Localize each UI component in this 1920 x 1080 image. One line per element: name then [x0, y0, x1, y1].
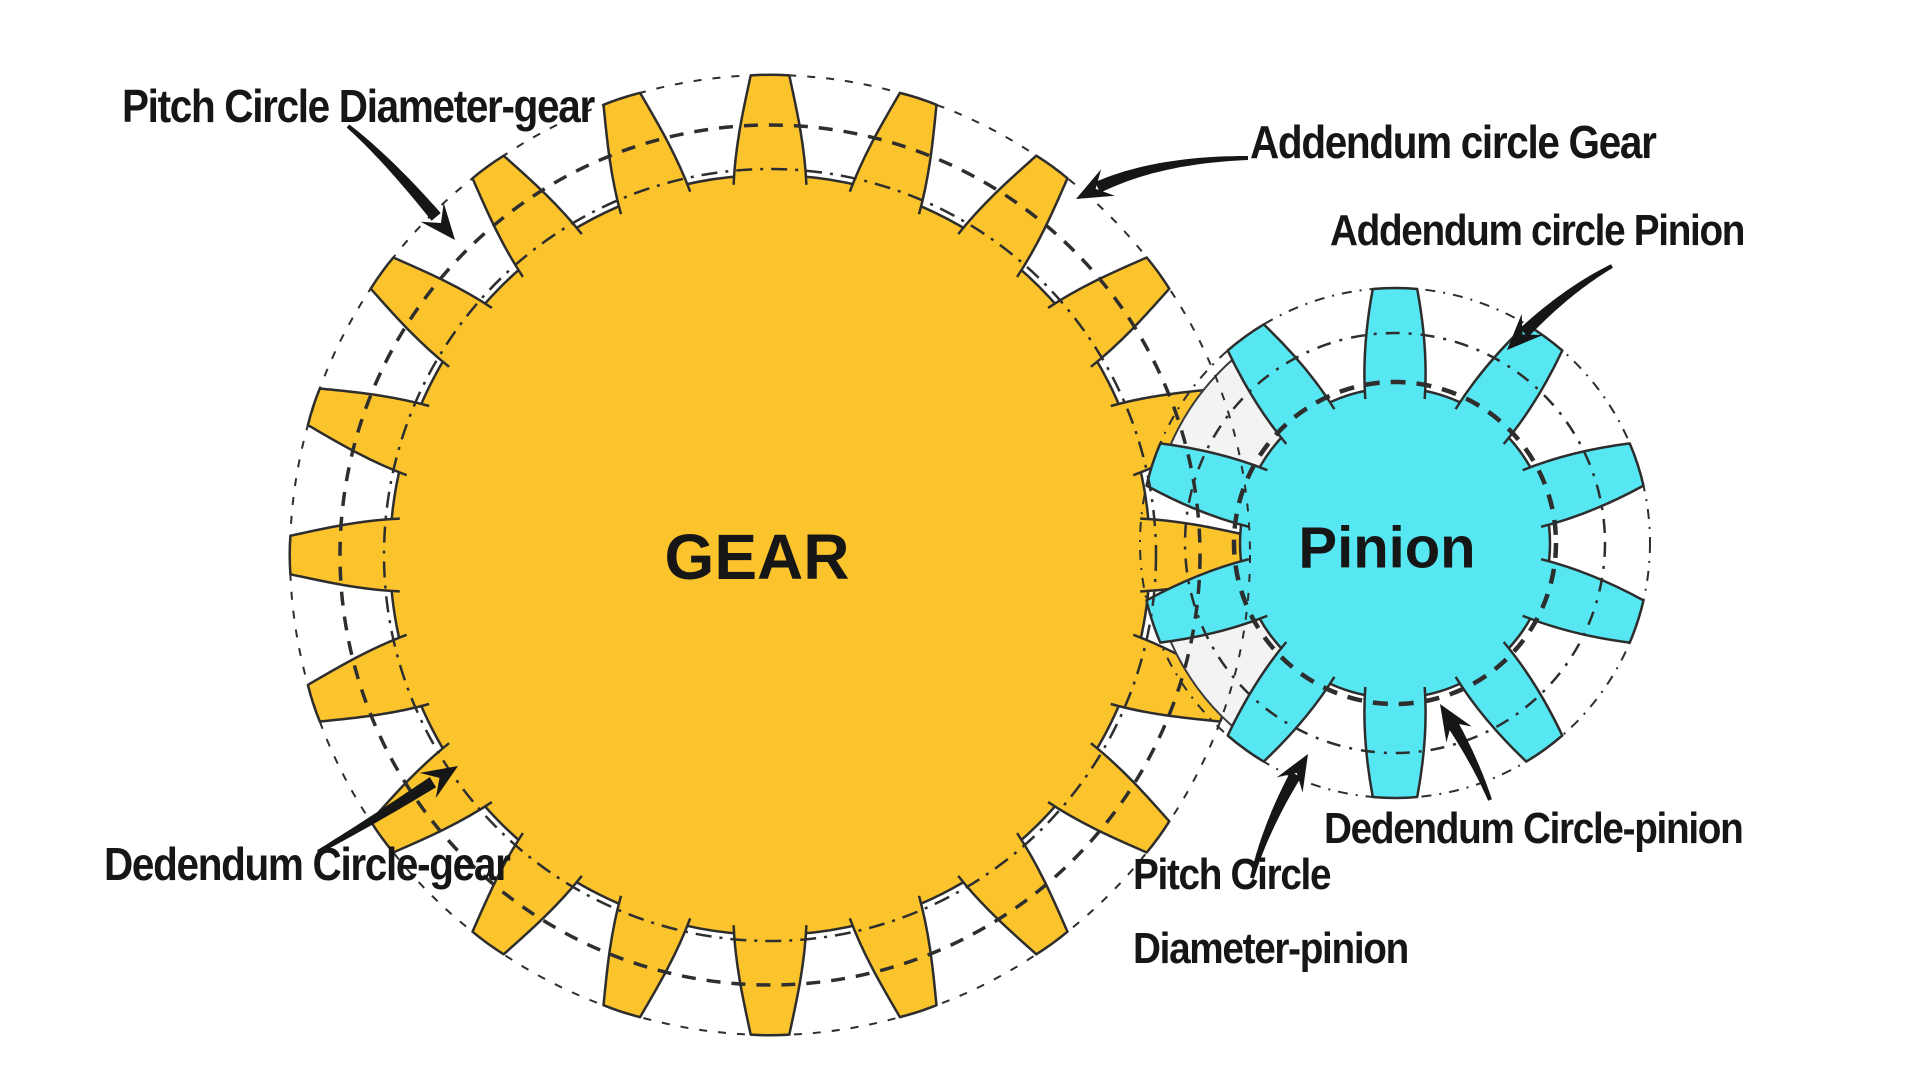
arrow-pitch-circle-diameter-pinion [1250, 754, 1308, 879]
label-addendum-circle-gear: Addendum circle Gear [1250, 116, 1657, 168]
pinion-pitch-circle [1183, 331, 1607, 755]
pinion-tooth [1454, 641, 1564, 763]
gear-tooth [1047, 742, 1171, 854]
gear-tooth [1047, 256, 1171, 368]
gear-label: GEAR [664, 521, 850, 593]
pinion-tooth [1522, 557, 1645, 644]
arrow-head [1076, 169, 1115, 199]
arrow-shaft [1519, 264, 1613, 338]
arrow-shaft [346, 124, 441, 221]
gear-dedendum-circle [382, 167, 1158, 943]
gear-pitch-circle [338, 123, 1202, 987]
label-pitch-circle-diameter-pinion-line1: Pitch Circle [1133, 850, 1332, 899]
label-dedendum-circle-pinion: Dedendum Circle-pinion [1324, 804, 1744, 853]
pinion-tooth [1145, 442, 1268, 529]
pinion-addendum-circle [1139, 287, 1651, 799]
label-pitch-circle-diameter-pinion-line2: Diameter-pinion [1133, 924, 1409, 973]
arrow-head [1507, 313, 1543, 350]
arrow-head [420, 202, 455, 240]
gear-tooth [848, 91, 938, 215]
gear-tooth [848, 895, 938, 1019]
arrow-head [419, 766, 458, 799]
gear-tooth [957, 832, 1069, 956]
pinion-tooth [1522, 442, 1645, 529]
pinion-dedendum-circle [1231, 379, 1559, 707]
arrow-shaft [1444, 716, 1492, 801]
pinion-tooth [1363, 286, 1427, 400]
arrow-dedendum-circle-pinion [1440, 704, 1492, 801]
arrow-shaft [1095, 156, 1248, 193]
pinion-tooth [1454, 323, 1564, 445]
gear-tooth [471, 832, 583, 956]
gear-tooth [732, 925, 808, 1037]
gear-tooth [602, 895, 692, 1019]
label-dedendum-circle-gear: Dedendum Circle-gear [104, 838, 511, 890]
arrow-head [1440, 704, 1472, 743]
gear-tooth [369, 742, 493, 854]
gear-tooth [957, 154, 1069, 278]
pinion-label: Pinion [1298, 515, 1476, 581]
arrow-addendum-circle-gear [1076, 156, 1248, 199]
arrow-shaft [1250, 771, 1301, 879]
gear-tooth [732, 73, 808, 185]
arrow-addendum-circle-pinion [1507, 264, 1613, 350]
gear-tooth [288, 517, 400, 593]
label-pitch-circle-diameter-gear: Pitch Circle Diameter-gear [122, 80, 595, 132]
arrow-dedendum-circle-gear [317, 766, 458, 854]
arrow-head [1276, 754, 1308, 793]
gear-addendum-circle [289, 74, 1251, 1036]
pinion-body [1145, 286, 1645, 800]
arrow-shaft [317, 777, 437, 854]
label-addendum-circle-pinion: Addendum circle Pinion [1330, 206, 1745, 255]
arrow-pitch-circle-diameter-gear [346, 124, 455, 240]
